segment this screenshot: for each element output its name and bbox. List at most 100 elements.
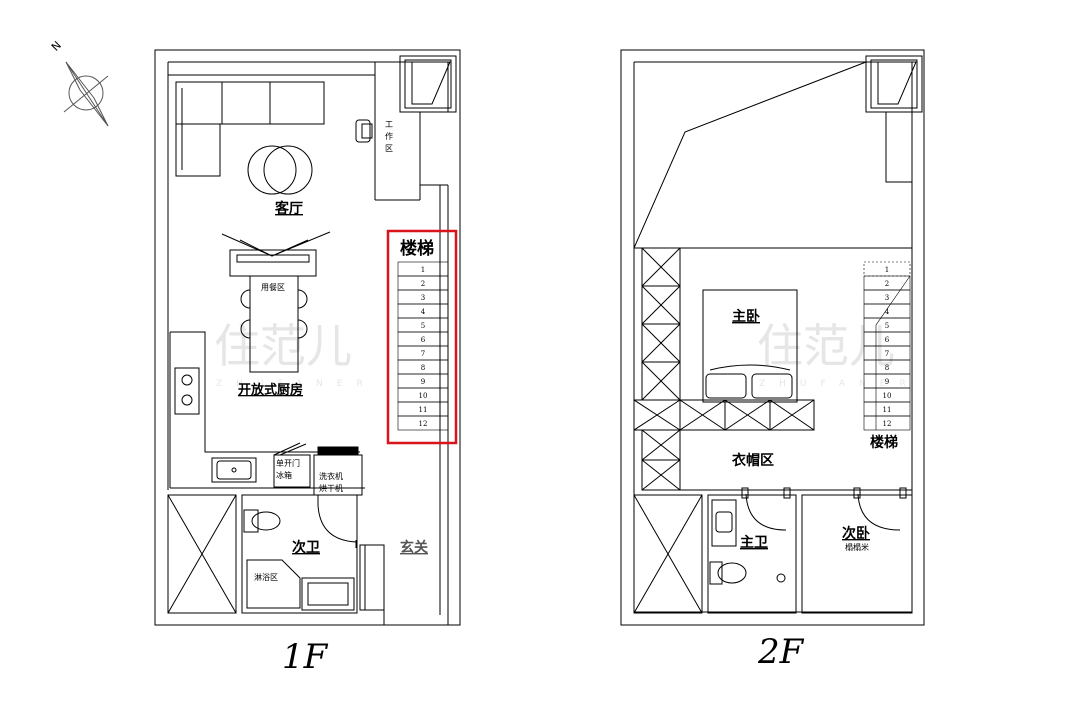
stair-step-number: 8 bbox=[421, 364, 425, 372]
label-stairs-1f: 楼梯 bbox=[400, 238, 434, 259]
second-bathroom bbox=[241, 494, 358, 614]
fridge bbox=[273, 454, 311, 488]
stair-step-number: 6 bbox=[885, 336, 890, 344]
coffee-table bbox=[247, 145, 297, 195]
stair-step-number: 6 bbox=[421, 336, 426, 344]
shoe-cabinet bbox=[359, 544, 385, 611]
floor-2-labels: 主卧 衣帽区 楼梯 主卫 次卧 榻榻米 2F bbox=[732, 308, 898, 672]
label-work-area-1: 工 bbox=[385, 120, 393, 129]
label-second-bedroom: 次卧 bbox=[842, 525, 870, 542]
stair-void bbox=[633, 494, 703, 614]
label-dining: 用餐区 bbox=[261, 283, 285, 292]
stair-break-line bbox=[875, 275, 911, 430]
door-swing bbox=[745, 493, 787, 531]
label-fridge-2: 冰箱 bbox=[276, 470, 292, 480]
label-stairs-2f: 楼梯 bbox=[870, 434, 898, 451]
stair-step-number: 12 bbox=[883, 420, 892, 428]
sofa bbox=[175, 81, 325, 125]
toilet bbox=[709, 561, 723, 585]
pillow bbox=[705, 373, 747, 399]
master-bathroom bbox=[707, 494, 797, 614]
compass: N bbox=[49, 39, 109, 127]
vanity bbox=[711, 499, 737, 547]
stair-step-number: 2 bbox=[885, 280, 889, 288]
second-bedroom bbox=[801, 494, 913, 614]
door-swing bbox=[857, 493, 901, 531]
stair-step-number: 10 bbox=[883, 392, 892, 400]
watermark-2f: 住范儿 ZHUFANER bbox=[757, 319, 920, 389]
label-entrance: 玄关 bbox=[400, 539, 428, 556]
label-cloakroom: 衣帽区 bbox=[732, 452, 774, 469]
stair-step-number: 4 bbox=[885, 308, 890, 316]
wardrobe-row bbox=[633, 399, 815, 431]
watermark-sub: ZHUFANER bbox=[216, 379, 377, 389]
label-kitchen: 开放式厨房 bbox=[238, 382, 303, 398]
label-living-room: 客厅 bbox=[274, 200, 303, 217]
stair-step-number: 3 bbox=[885, 294, 889, 302]
stair-step-number: 5 bbox=[885, 322, 889, 330]
sink bbox=[211, 457, 257, 483]
floor-2-title: 2F bbox=[757, 632, 805, 672]
floor-2-outer-wall bbox=[620, 49, 925, 626]
master-bed bbox=[702, 289, 798, 403]
label-work-area-3: 区 bbox=[385, 144, 393, 153]
watermark-text: 住范儿 bbox=[214, 319, 352, 373]
stair-step-number: 7 bbox=[885, 350, 889, 358]
coffee-table bbox=[263, 145, 313, 195]
stair-step-number: 9 bbox=[421, 378, 425, 386]
stair-step bbox=[863, 415, 911, 431]
label-tatami: 榻榻米 bbox=[845, 542, 869, 552]
shower-area bbox=[246, 559, 301, 609]
stair-step-number: 9 bbox=[885, 378, 889, 386]
stair-step-number: 12 bbox=[419, 420, 428, 428]
label-washer-1: 洗衣机 bbox=[319, 471, 343, 481]
label-shower: 淋浴区 bbox=[254, 572, 278, 582]
label-washer-2: 烘干机 bbox=[319, 483, 343, 493]
toilet bbox=[243, 509, 259, 533]
floor-1-labels: 客厅 用餐区 开放式厨房 工 作 区 楼梯 单开门 冰箱 洗衣机 烘干机 次卫 … bbox=[238, 120, 434, 677]
label-work-area-2: 作 bbox=[385, 131, 393, 141]
compass-north-label: N bbox=[49, 39, 64, 54]
label-master-bedroom: 主卧 bbox=[732, 308, 760, 325]
stair-step-number: 11 bbox=[419, 406, 428, 414]
stair-step-number: 2 bbox=[421, 280, 425, 288]
door-swing bbox=[317, 504, 357, 543]
stair-step bbox=[863, 261, 911, 277]
sofa-chaise bbox=[175, 123, 221, 177]
stair-step-number: 1 bbox=[885, 266, 889, 274]
label-bathroom-1f: 次卫 bbox=[292, 539, 320, 556]
stair-step-number: 11 bbox=[883, 406, 892, 414]
stair-step-number: 8 bbox=[885, 364, 889, 372]
stair-step-number: 3 bbox=[421, 294, 425, 302]
label-fridge-1: 单开门 bbox=[276, 458, 300, 468]
stair-step-number: 7 bbox=[421, 350, 425, 358]
floor-1-title: 1F bbox=[282, 637, 329, 677]
stair-step bbox=[397, 415, 449, 431]
watermark-sub: ZHUFANER bbox=[759, 379, 920, 389]
floor-1-outer-wall bbox=[154, 49, 461, 626]
stove bbox=[174, 367, 200, 415]
floor-drain bbox=[776, 573, 786, 583]
dining-table bbox=[249, 275, 299, 373]
stairs-highlight-box bbox=[386, 229, 458, 445]
column-box bbox=[399, 55, 457, 113]
compass-needle bbox=[65, 61, 109, 127]
compass-circle bbox=[68, 75, 104, 111]
label-master-bath: 主卫 bbox=[740, 534, 768, 551]
stair-step-number: 1 bbox=[421, 266, 425, 274]
stair-step-number: 10 bbox=[419, 392, 428, 400]
tv-cabinet bbox=[229, 249, 317, 277]
kitchen-counter bbox=[170, 331, 360, 453]
watermark-1f: 住范儿 ZHUFANER bbox=[214, 319, 377, 389]
stair-step-number: 5 bbox=[421, 322, 425, 330]
bathtub bbox=[301, 577, 355, 611]
stair-void bbox=[167, 494, 237, 614]
pillow bbox=[751, 373, 793, 399]
stair-step-number: 4 bbox=[421, 308, 426, 316]
desk-chair bbox=[355, 119, 371, 143]
